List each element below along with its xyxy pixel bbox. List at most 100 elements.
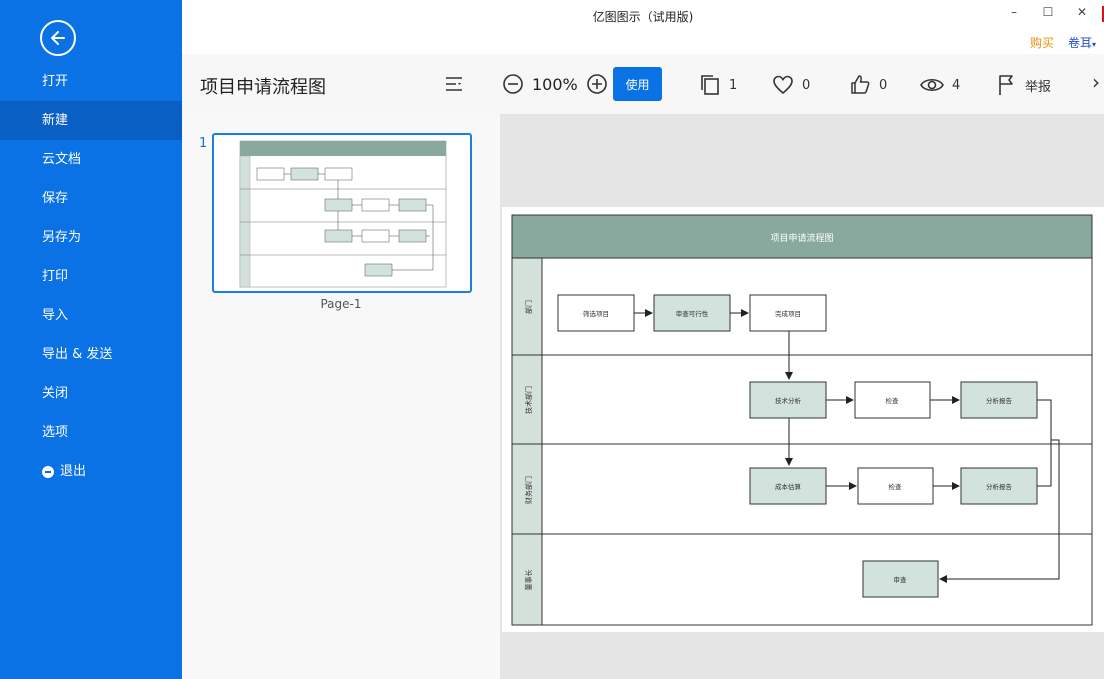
back-button[interactable] [40,20,76,56]
connector [1037,399,1052,487]
views-stat: 4 [920,74,960,96]
menu-export-send[interactable]: 导出 & 发送 [0,335,182,374]
buy-link[interactable]: 购买 [1029,36,1054,50]
flowchart: 项目申请流程图 部门 技术部门 财务部门 董事长 [511,214,1093,626]
thumbs-up-icon [851,75,870,94]
zoom-in-icon[interactable] [586,73,608,95]
window-title: 亿图图示（试用版) [592,10,694,24]
lane-label: 财务部门 [524,476,533,504]
chevron-down-icon: ▾ [1091,40,1096,49]
menu-print[interactable]: 打印 [0,257,182,296]
flow-node[interactable] [857,467,934,505]
page-number: 1 [199,136,208,151]
connector [939,439,1060,583]
outline-button[interactable] [444,74,464,94]
flow-node[interactable] [854,381,931,419]
report-label: 举报 [1025,79,1052,95]
menu-save-label: 保存 [42,191,69,206]
favorite-stat[interactable]: 0 [772,74,810,96]
connectors [634,309,1060,583]
menu-options-label: 选项 [42,425,69,440]
report-button[interactable]: 举报 [997,74,1051,96]
menu-save-as-label: 另存为 [42,230,82,245]
node-label: 技术分析 [775,396,802,405]
diagram-header [511,214,1093,259]
node-label: 分析报告 [986,482,1013,491]
menu-save-as[interactable]: 另存为 [0,218,182,257]
flow-node[interactable] [653,294,731,332]
maximize-button[interactable]: ☐ [1042,5,1054,19]
lane-label: 技术部门 [524,386,533,414]
use-template-button[interactable]: 使用 [613,67,662,101]
flow-node[interactable] [960,381,1038,419]
flow-node[interactable] [749,294,827,332]
copy-pages-icon [701,75,719,95]
page-thumbnail[interactable] [212,133,472,293]
back-arrow-icon [51,31,65,45]
flow-node[interactable] [960,467,1038,505]
page-thumbnail-pane: 1 Page-1 [182,114,500,679]
node-label: 检查 [886,396,900,405]
menu-close[interactable]: 关闭 [0,374,182,413]
document-title: 项目申请流程图 [200,77,326,98]
menu-import[interactable]: 导入 [0,296,182,335]
menu-import-label: 导入 [42,308,69,323]
menu-cloud-docs[interactable]: 云文档 [0,140,182,179]
zoom-level: 100% [532,74,578,94]
lane-header-column [511,257,543,626]
menu-new[interactable]: 新建 [0,101,182,140]
like-stat[interactable]: 0 [849,74,887,96]
toolbar: 项目申请流程图 100% 使用 1 [182,54,1104,114]
heart-count: 0 [802,77,811,93]
flag-icon [999,75,1013,95]
menu-open-label: 打开 [42,74,69,89]
menu-export-send-label: 导出 & 发送 [42,347,113,362]
flow-node[interactable] [862,560,939,598]
node-label: 检查 [889,482,903,491]
menu-exit-label: 退出 [60,464,87,479]
menu-new-label: 新建 [42,113,69,128]
pages-stat[interactable]: 1 [699,74,737,96]
sidebar: 打开 新建 云文档 保存 另存为 打印 导入 导出 & 发送 关闭 选项 退出 [0,0,182,679]
edge-marker [1102,6,1104,22]
node-label: 审查 [894,575,908,584]
close-button[interactable]: ✕ [1076,5,1088,19]
lane-label: 部门 [524,300,533,314]
exit-icon [42,465,54,478]
menu-open[interactable]: 打开 [0,62,182,101]
diagram-title: 项目申请流程图 [770,232,833,244]
views-count: 4 [952,77,961,93]
menu-save[interactable]: 保存 [0,179,182,218]
zoom-out-icon[interactable] [502,73,524,95]
menu-cloud-docs-label: 云文档 [42,152,82,167]
user-name: 卷耳 [1067,36,1092,50]
menu-print-label: 打印 [42,269,69,284]
page-label: Page-1 [320,297,362,311]
node-label: 审查可行性 [676,309,709,318]
node-label: 完成项目 [775,309,801,318]
flow-node[interactable] [749,467,827,505]
node-label: 分析报告 [986,396,1013,405]
minimize-button[interactable]: – [1011,5,1017,19]
thumbnail-diagram [239,140,447,288]
flow-node[interactable] [749,381,827,419]
node-label: 筛选项目 [583,309,609,318]
node-label: 成本估算 [775,482,802,491]
like-count: 0 [879,77,888,93]
menu-close-label: 关闭 [42,386,69,401]
menu-exit[interactable]: 退出 [0,452,182,491]
eye-icon [920,78,944,92]
list-menu-icon [446,77,462,91]
pages-count: 1 [729,77,738,93]
canvas-area: 项目申请流程图 部门 技术部门 财务部门 董事长 [500,114,1104,679]
heart-icon [773,75,793,95]
zoom-control: 100% [502,73,608,95]
menu-options[interactable]: 选项 [0,413,182,452]
lane-label: 董事长 [524,570,533,591]
flow-node[interactable] [557,294,635,332]
pool-frame [511,214,1093,626]
user-menu[interactable]: 卷耳▾ [1068,34,1096,51]
file-menu: 打开 新建 云文档 保存 另存为 打印 导入 导出 & 发送 关闭 选项 退出 [0,62,182,491]
more-arrow-icon[interactable]: › [1092,70,1100,94]
